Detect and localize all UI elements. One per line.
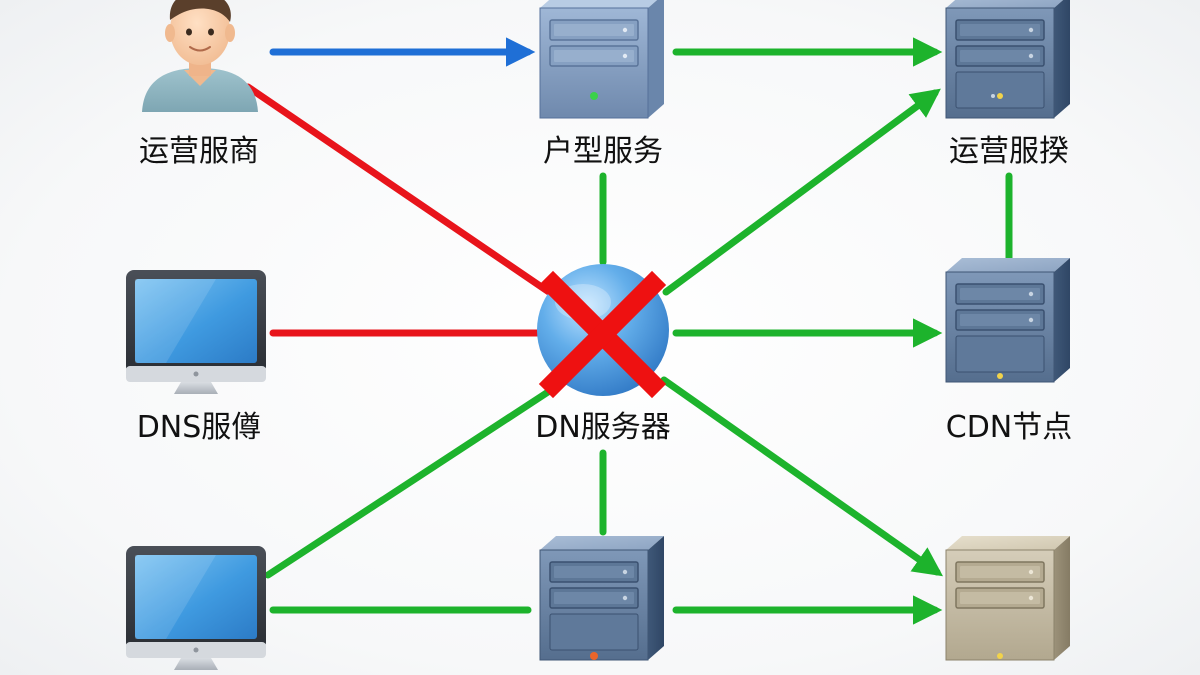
blocked-x-icon [538, 270, 667, 399]
link-dn-server-to-bottom-right [660, 376, 944, 577]
node-label-house-service: 户型服务 [543, 134, 663, 169]
node-label-operator-left: 运营服商 [139, 134, 259, 169]
node-label-dns-service: DNS服僔 [136, 410, 262, 445]
server-icon [539, 0, 664, 119]
monitor-icon [126, 270, 266, 394]
link-operator-to-dn-server [244, 83, 572, 309]
node-label-dn-server: DN服务器 [535, 410, 671, 445]
node-label-cdn-node: CDN节点 [945, 410, 1073, 445]
node-label-operator-right: 运营服揆 [949, 134, 1069, 169]
server-icon [945, 536, 1070, 661]
server-icon [945, 257, 1071, 383]
link-client-bottom-to-dn-server [264, 388, 552, 579]
server-icon [539, 535, 665, 661]
user-icon [142, 0, 258, 112]
server-icon [945, 0, 1071, 119]
monitor-icon [126, 546, 266, 670]
link-dn-server-to-operator-right [662, 88, 941, 296]
